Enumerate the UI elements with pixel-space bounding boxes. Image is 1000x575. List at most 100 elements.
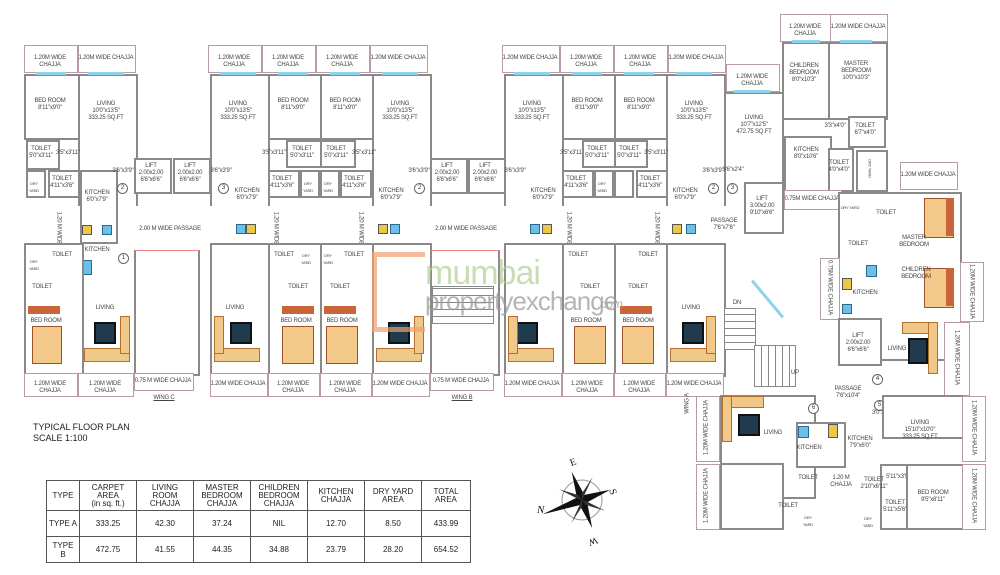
chajja-label: 0.75M WIDE CHAJJA (784, 196, 840, 202)
sofa-icon (376, 348, 422, 362)
stove-icon (246, 224, 256, 234)
kitchen-label: KITCHEN (796, 445, 822, 451)
toilet-label: TOILET 5'0"x3'11" (585, 146, 609, 159)
toilet-label: TOILET (52, 252, 72, 258)
lift (468, 158, 506, 194)
bedroom-label: BED ROOM (570, 318, 602, 324)
chajja-label: 1.20M WIDE CHAJJA (968, 264, 975, 319)
chajja (960, 262, 984, 322)
toilet-label: TOILET (274, 252, 294, 258)
bedroom (614, 74, 668, 140)
table-cell: 37.24 (193, 510, 251, 537)
children-bedroom-label: CHILDREN BEDROOM (901, 267, 931, 280)
chajja (430, 373, 494, 391)
kitchen (784, 136, 832, 192)
toilet-label: TOILET 5'11"x5'6" (883, 500, 907, 513)
chajja-label: 1.20M WIDE CHAJJA (370, 55, 426, 61)
toilet-label: TOILET 2'10"x6'11" (860, 477, 888, 490)
toilet (26, 140, 60, 170)
kitchen-label: KITCHEN 6'0"x7'9" (234, 188, 260, 201)
table-cell: 42.30 (136, 510, 194, 537)
table-header: DRY YARD AREA (364, 480, 422, 511)
table-header: CARPET AREA (in sq. ft.) (79, 480, 137, 511)
living-label: LIVING 10'0"x13'5" 333.25 SQ.FT (382, 101, 418, 121)
bedroom-label: BED ROOM 8'11"x9'0" (329, 98, 361, 111)
unit-number: 4 (872, 374, 883, 385)
dim-label: 5'11"x3'5" (886, 474, 910, 480)
chajja (210, 373, 268, 397)
toilet (614, 140, 648, 168)
toilet (268, 170, 300, 198)
table-header: CHILDREN BEDROOM CHAJJA (250, 480, 308, 511)
table-row: TYPE A 333.25 42.30 37.24 NIL 12.70 8.50… (46, 510, 471, 537)
chajja-label: 1.20M WIDE CHAJJA (970, 400, 977, 455)
dim-label: 3'6"x2'4" (722, 167, 744, 173)
kitchen-label: KITCHEN 7'9"x6'0" (847, 436, 873, 449)
fridge-icon (798, 426, 809, 438)
dim-label: 3'6"x3'9" (702, 168, 724, 174)
table-cell: 34.88 (250, 536, 308, 563)
window (624, 72, 654, 75)
stove-icon (842, 278, 852, 290)
window (792, 40, 820, 43)
dry-yard-label: DRY YARD (28, 259, 40, 271)
plan-title-block: TYPICAL FLOOR PLAN SCALE 1:100 (33, 422, 130, 444)
children-bedroom-label: CHILDREN BEDROOM 8'0"x10'3" (789, 63, 819, 83)
lift-label: LIFT 2.00x2.00 6'6"x6'6" (434, 163, 460, 183)
table-cell: 654.52 (421, 536, 471, 563)
toilet-label: TOILET 5'0"x3'11" (290, 146, 314, 159)
bedroom-label: BED ROOM (280, 318, 312, 324)
compass-rose-icon: N E S W (536, 457, 619, 548)
stove-icon (378, 224, 388, 234)
chajja-label: 1.20M WIDE CHAJJA (328, 381, 361, 394)
table-header: KITCHEN CHAJJA (307, 480, 365, 511)
toilet-label: TOILET (568, 252, 588, 258)
unit-number: 2 (708, 183, 719, 194)
toilet (340, 170, 372, 198)
lift-label: LIFT 2.00x2.00 6'6"x6'6" (845, 333, 871, 353)
lift-label: LIFT 2.00x2.00 6'6"x6'6" (138, 163, 164, 183)
table-cell: 12.70 (307, 510, 365, 537)
chajja-label: 1.20M WIDE CHAJJA (623, 55, 656, 68)
chajja (780, 14, 832, 42)
chajja (268, 373, 320, 397)
table-cell: TYPE A (46, 510, 80, 537)
wardrobe-icon (324, 306, 356, 314)
kitchen-label: KITCHEN 8'0"x10'6" (793, 147, 819, 160)
stove-icon (672, 224, 682, 234)
stair-core (134, 250, 200, 376)
window (36, 72, 66, 75)
compass-s-label: S (606, 487, 618, 496)
toilet-label: TOILET (798, 475, 818, 481)
watermark-line2: propertyexchange (425, 286, 618, 316)
chajja-label: 0.75M WIDE CHAJJA (826, 260, 833, 315)
wardrobe-icon (282, 306, 314, 314)
master-bedroom-label: MASTER BEDROOM (899, 235, 929, 248)
lift-label: LIFT 2.00x2.00 6'6"x6'6" (177, 163, 203, 183)
table-icon (738, 414, 760, 436)
passage-dim: 3'5"x3'11" (644, 150, 668, 156)
toilet (562, 170, 594, 198)
chajja (370, 45, 428, 73)
window (382, 72, 418, 75)
stove-icon (82, 225, 92, 235)
chajja-label: 1.20M WIDE CHAJJA (569, 55, 602, 68)
wing-label: WING C (153, 395, 175, 401)
sink-icon (102, 225, 112, 235)
living-label: LIVING 10'0"x13'5" 333.25 SQ.FT (514, 101, 550, 121)
bed-icon (622, 326, 654, 364)
lift (173, 158, 211, 194)
chajja-label: 1.20M WIDE CHAJJA (502, 55, 558, 61)
chajja-label: 1.20M WIDE CHAJJA (271, 55, 304, 68)
toilet-label: TOILET 5'0"x3'11" (29, 146, 53, 159)
chajja (726, 64, 780, 92)
sink-icon (530, 224, 540, 234)
chajja-label: 1.20M WIDE CHAJJA (78, 55, 134, 61)
chajja-label: 1.20M WIDE CHAJJA (622, 381, 655, 394)
kitchen-label: KITCHEN 6'0"x7'9" (378, 188, 404, 201)
chajja-label: 1.20M WIDE CHAJJA (703, 400, 710, 455)
master-bedroom (828, 42, 888, 120)
lift-label: LIFT 3.00x2.00 9'10"x6'6" (749, 196, 775, 216)
table-cell: NIL (250, 510, 308, 537)
window (514, 72, 550, 75)
